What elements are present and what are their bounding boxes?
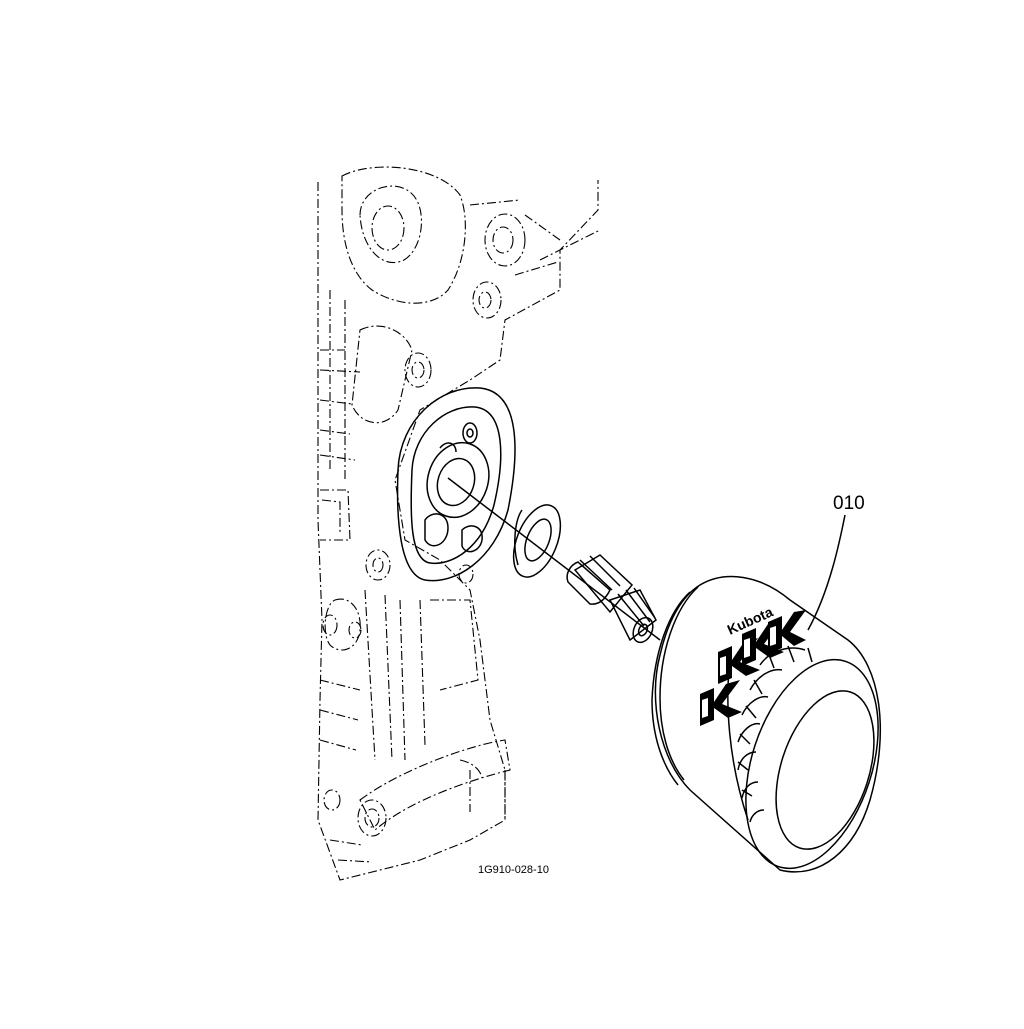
callout-number: 010	[833, 493, 865, 514]
kubota-logo-mark	[700, 610, 806, 726]
oil-filter-cartridge: Kubota	[651, 575, 882, 873]
sealing-washer	[512, 504, 562, 578]
filter-mount-flange	[396, 387, 516, 582]
threaded-nipple	[566, 554, 657, 644]
part-callout: 010	[807, 493, 865, 631]
assembly-axis-line	[447, 477, 661, 641]
engine-block-phantom	[317, 166, 601, 881]
figure-code: 1G910-028-10	[478, 864, 549, 876]
